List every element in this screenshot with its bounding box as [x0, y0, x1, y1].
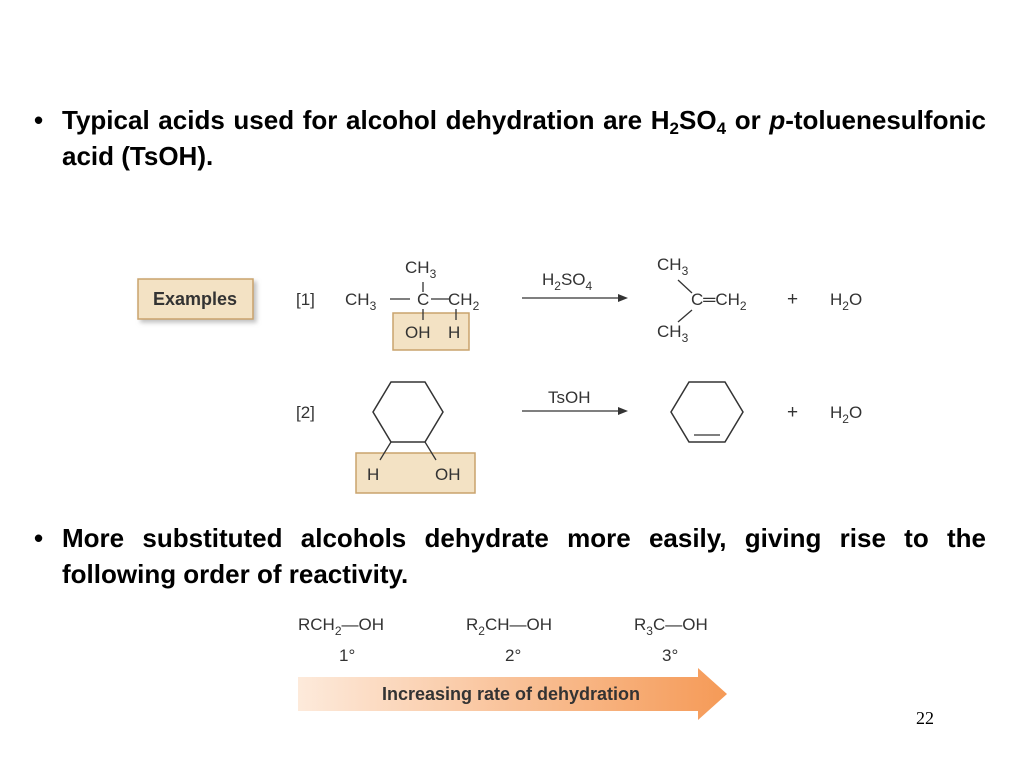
reaction1-reagent: H2SO4: [542, 270, 593, 293]
reactivity-order: RCH2—OH 1° R2CH—OH 2° R3C—OH 3° Increasi…: [298, 615, 727, 720]
alcohol-primary: RCH2—OH: [298, 615, 384, 638]
examples-label-box: Examples: [137, 278, 254, 320]
product1-top-ch3: CH3: [657, 255, 689, 278]
bullet1-italic-p: p: [769, 105, 786, 135]
reaction1-arrow: [522, 294, 628, 302]
product1-alkene: C═CH2: [691, 290, 747, 313]
degree-primary: 1°: [339, 646, 355, 665]
reactant2-oh: OH: [435, 465, 461, 484]
reaction2-reagent: TsOH: [548, 388, 591, 407]
bullet1-sub1: 2: [669, 119, 680, 138]
bullet1-or: or: [726, 105, 770, 135]
rate-arrow: Increasing rate of dehydration: [298, 668, 727, 720]
reaction2-plus: +: [787, 402, 798, 423]
product1-bottom-ch3: CH3: [657, 322, 689, 345]
reaction-1: [1] CH3 CH3 C CH2 OH H H2SO4 CH3 C═CH2 C…: [296, 255, 862, 351]
reactant2-highlight: [355, 452, 476, 494]
reactant1-top-ch3: CH3: [405, 258, 437, 281]
degree-secondary: 2°: [505, 646, 521, 665]
reaction-2: [2] H OH TsOH + H2O: [296, 381, 862, 494]
reactant1-center-c: C: [417, 290, 429, 309]
alcohol-tertiary: R3C—OH: [634, 615, 708, 638]
alcohol-secondary: R2CH—OH: [466, 615, 552, 638]
bullet-acids-text: Typical acids used for alcohol dehydrati…: [62, 102, 986, 174]
reactant1-right-ch2: CH2: [448, 290, 480, 313]
bullet-dot: •: [34, 523, 44, 553]
bullet-substitution-text: More substituted alcohols dehydrate more…: [62, 523, 986, 589]
examples-label: Examples: [153, 289, 237, 309]
reaction1-number: [1]: [296, 290, 315, 309]
reactant1-oh: OH: [405, 323, 431, 342]
bullet1-mid: SO: [679, 105, 717, 135]
reaction2-water: H2O: [830, 403, 862, 426]
bullet1-pre: Typical acids used for alcohol dehydrati…: [62, 105, 670, 135]
reaction2-arrow: [522, 407, 628, 415]
cyclohexanol-ring: [372, 381, 444, 443]
reactant2-h: H: [367, 465, 379, 484]
bullet-acids: • Typical acids used for alcohol dehydra…: [34, 102, 986, 174]
reactant1-h: H: [448, 323, 460, 342]
bullet1-sub2: 4: [716, 119, 727, 138]
bullet1-post: -toluenesulfonic acid (TsOH).: [62, 105, 987, 171]
reaction2-number: [2]: [296, 403, 315, 422]
rate-arrow-label: Increasing rate of dehydration: [382, 684, 640, 704]
reaction1-plus: +: [787, 289, 798, 310]
degree-tertiary: 3°: [662, 646, 678, 665]
page-number: 22: [916, 708, 934, 728]
bullet-substitution: • More substituted alcohols dehydrate mo…: [34, 520, 986, 592]
cyclohexene-ring: [670, 381, 744, 443]
bullet-dot: •: [34, 105, 44, 135]
reactant1-left-ch3: CH3: [345, 290, 377, 313]
reaction1-water: H2O: [830, 290, 862, 313]
